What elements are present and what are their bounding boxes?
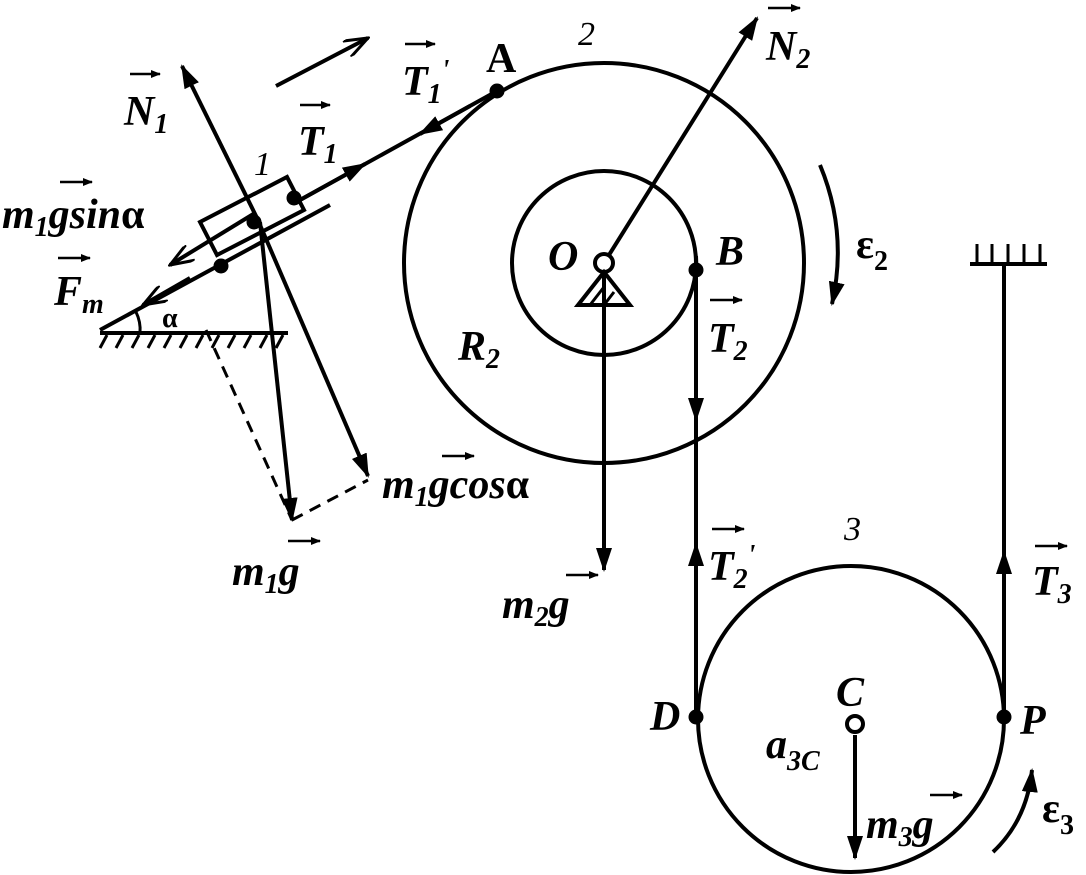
- T1-arrow: [299, 162, 367, 202]
- label-C: C: [836, 670, 865, 716]
- label-disk2-number: 2: [578, 16, 595, 53]
- vector-bars: [58, 4, 1068, 799]
- m1g-cos-arrow: [255, 217, 370, 478]
- alpha-arc: [134, 311, 142, 334]
- ground-hatching: [98, 334, 285, 349]
- label-A: A: [486, 36, 517, 82]
- label-N2: N2: [765, 24, 810, 75]
- Fm-arrow: [143, 276, 191, 305]
- label-eps2: ε2: [856, 222, 888, 277]
- label-N1: N1: [123, 89, 168, 140]
- points: [213, 83, 1012, 734]
- label-disk3-number: 3: [843, 511, 861, 548]
- N2-arrow: [602, 16, 759, 265]
- label-Fm: Fm: [53, 269, 104, 320]
- motion-direction-arrow: [275, 38, 368, 88]
- point-P: [996, 709, 1012, 725]
- point-B: [688, 262, 704, 278]
- label-B: B: [715, 229, 744, 275]
- label-eps3: ε3: [1042, 786, 1074, 841]
- label-R2: R2: [457, 324, 500, 375]
- label-m1g-cos-alpha: m1gcosα: [382, 462, 530, 513]
- eps2-curved-arrow: [818, 164, 845, 306]
- point-A: [489, 83, 505, 99]
- label-T1-prime: T1': [402, 55, 450, 110]
- label-T3: T3: [1032, 559, 1072, 610]
- label-m2g: m2g: [502, 582, 570, 633]
- label-P: P: [1019, 698, 1046, 744]
- point-block-top: [286, 190, 302, 206]
- label-D: D: [649, 694, 680, 740]
- label-a3C: a3C: [766, 722, 820, 777]
- m1g-sin-arrow: [170, 211, 257, 265]
- eps3-curved-arrow: [991, 768, 1038, 854]
- point-block-center: [246, 214, 262, 230]
- point-block-low: [213, 258, 229, 274]
- N1-arrow: [180, 64, 259, 219]
- label-T2-prime: T2': [708, 540, 756, 595]
- point-C: [845, 714, 865, 734]
- label-m1g-sin-alpha: m1gsinα: [2, 192, 145, 243]
- label-m3g: m3g: [866, 802, 934, 853]
- label-T1: T1: [298, 119, 338, 170]
- labels: N1 T1' T1 A 2 N2 1 m1gsinα Fm α O B ε2 R…: [2, 16, 1074, 853]
- m1g-arrow: [258, 221, 298, 522]
- pivot-support: [573, 268, 635, 307]
- label-T2: T2: [708, 316, 748, 367]
- label-O: O: [548, 234, 578, 280]
- label-m1g: m1g: [232, 549, 300, 600]
- label-alpha: α: [162, 303, 178, 334]
- block1: [197, 174, 307, 258]
- force-decomposition-dashes: [204, 329, 369, 522]
- point-D: [688, 709, 704, 725]
- force-arrows: [143, 16, 1038, 860]
- label-block-number: 1: [254, 146, 271, 183]
- T1-prime-arrow: [418, 104, 471, 136]
- ceiling-support: [970, 244, 1047, 266]
